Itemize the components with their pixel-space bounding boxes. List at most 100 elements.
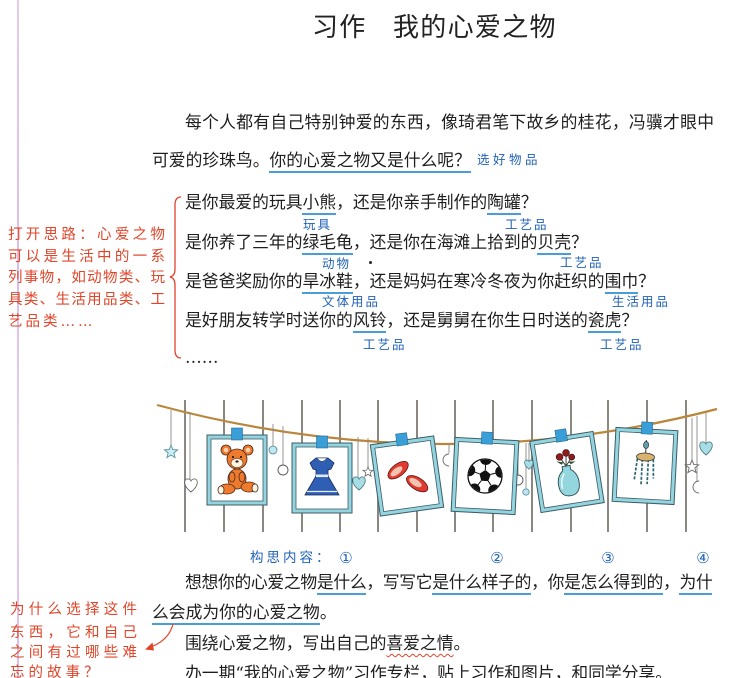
example-row: 是你最爱的玩具小熊，还是你亲手制作的陶罐？: [185, 192, 538, 215]
underlined-point-1: 是什么: [316, 572, 367, 595]
flower-vase-icon: [555, 449, 580, 497]
example-text: ？: [638, 271, 655, 291]
star-icon: [163, 443, 179, 459]
photo-frame-dress: [291, 435, 353, 514]
intro-text: 可爱的珍珠鸟。: [152, 150, 270, 170]
underlined-item: 陶罐: [487, 192, 521, 215]
brace-icon: [169, 196, 182, 359]
example-text: ？: [621, 310, 639, 330]
clip-icon: [640, 421, 654, 435]
content-marker-2: ②: [490, 549, 504, 567]
ring-ornament-icon: [277, 464, 289, 476]
circle-ornament-icon: [268, 445, 278, 455]
clip-icon: [480, 431, 494, 445]
stray-dot-mark: [369, 261, 372, 264]
margin-note-line: 可以是生活中的一系: [8, 249, 165, 265]
photo-frame-flower-vase: [529, 428, 605, 514]
circle-ornament-icon: [522, 488, 530, 496]
star-icon: [362, 465, 374, 478]
star-icon: [684, 458, 700, 474]
margin-note-line: 为什么选择这件: [10, 602, 137, 618]
underlined-item: 风铃: [352, 310, 387, 333]
example-row: 是你养了三年的绿毛龟，还是你在海滩上拾到的贝壳？: [185, 232, 588, 255]
page-title-topic: 我的心爱之物: [393, 13, 557, 43]
page-title-label: 习作: [312, 13, 367, 43]
moon-icon: [692, 480, 700, 494]
category-annotation: 玩具: [303, 217, 333, 232]
teddy-bear-icon: [217, 444, 259, 495]
example-ellipsis: ……: [185, 347, 219, 367]
example-row: 是好朋友转学时送你的风铃，还是舅舅在你生日时送的瓷虎？: [185, 310, 639, 333]
ornament-strings: [170, 410, 707, 488]
underlined-point-4: 为什: [679, 572, 713, 595]
underlined-item: 围巾: [604, 271, 639, 294]
photo-frame-soccer-ball: [450, 431, 520, 516]
margin-note-line: 东西，它和自己: [10, 625, 137, 641]
red-shoes-icon: [387, 461, 429, 493]
content-text: ，你: [531, 572, 565, 592]
heart-icon: [352, 476, 366, 491]
example-text: 是爸爸奖励你的: [185, 271, 303, 291]
select-item-annotation: 选好物品: [477, 152, 542, 167]
category-annotation: 工艺品: [363, 337, 407, 352]
margin-note-line: 之间有过哪些难: [10, 645, 137, 661]
example-text: 是好朋友转学时送你的: [185, 310, 353, 330]
heart-icon: [184, 478, 198, 493]
writing-content-label: 构思内容：: [250, 550, 333, 566]
instruction-text: 围绕心爱之物，写出自己的: [185, 633, 387, 653]
content-text: ，: [663, 572, 680, 592]
underlined-item: 绿毛龟: [302, 232, 353, 255]
writing-content-line-2: 么会成为你的心爱之物。: [152, 602, 337, 625]
dress-icon: [304, 457, 340, 496]
clip-icon: [554, 428, 568, 443]
category-annotation: 工艺品: [560, 255, 604, 270]
photo-frame-red-shoes: [369, 432, 445, 517]
margin-note-line: 忘的故事？: [10, 665, 103, 678]
category-annotation: 生活用品: [612, 294, 671, 309]
content-text: 。: [319, 602, 337, 622]
content-marker-1: ①: [339, 549, 353, 567]
clip-icon: [231, 427, 243, 441]
content-marker-3: ③: [601, 549, 615, 567]
category-annotation: 文体用品: [322, 294, 381, 309]
category-annotation: 动物: [322, 256, 352, 271]
soccer-ball-icon: [467, 458, 503, 494]
margin-note-line: 艺品类……: [8, 314, 96, 330]
example-text: 是你养了三年的: [185, 232, 303, 252]
content-text: ，写写它: [366, 572, 433, 592]
example-text: ？: [520, 192, 538, 212]
underlined-question: 你的心爱之物又是什么呢？: [269, 150, 471, 173]
intro-line-1: 每个人都有自己特别钟爱的东西，像琦君笔下故乡的桂花，冯骥才眼中: [185, 112, 714, 132]
moon-icon: [442, 453, 450, 467]
intro-line-2: 可爱的珍珠鸟。你的心爱之物又是什么呢？: [152, 150, 471, 173]
wavy-underlined-emphasis: 喜爱之情: [386, 633, 454, 653]
clip-icon: [395, 432, 409, 447]
share-line: 办一期“我的心爱之物”习作专栏，贴上习作和图片，和同学分享。: [185, 663, 673, 678]
category-annotation: 工艺品: [505, 217, 549, 232]
margin-note-line: 打开思路：心爱之物: [8, 227, 165, 243]
instruction-text: 。: [453, 633, 471, 653]
hanging-photos-illustration: [156, 400, 718, 532]
underlined-point-2: 是什么样子的: [432, 572, 531, 595]
underlined-item: 小熊: [302, 192, 337, 215]
rope: [156, 403, 718, 446]
heart-icon: [699, 441, 713, 456]
content-marker-4: ④: [696, 549, 710, 567]
category-annotation: 工艺品: [600, 337, 644, 352]
margin-note-line: 具类、生活用品类、工: [8, 292, 165, 308]
example-row: 是爸爸奖励你的旱冰鞋，还是妈妈在寒冷冬夜为你赶织的围巾？: [185, 271, 655, 294]
underlined-point-3: 是怎么得到的: [564, 572, 663, 595]
clip-icon: [316, 435, 328, 449]
underlined-item: 贝壳: [537, 232, 572, 255]
example-text: ，还是舅舅在你生日时送的: [386, 310, 588, 330]
example-text: 是你最爱的玩具: [185, 192, 303, 212]
writing-content-line-1: 想想你的心爱之物是什么，写写它是什么样子的，你是怎么得到的，为什: [185, 572, 713, 595]
example-text: ？: [571, 232, 588, 252]
example-text: ，还是你在海滩上拾到的: [352, 232, 538, 252]
example-text: ，还是你亲手制作的: [336, 192, 488, 212]
arrow-icon: [145, 623, 174, 651]
binding-margin-line: [17, 0, 19, 678]
photo-frame-teddy-bear: [206, 427, 268, 506]
underlined-point-4: 么会成为你的心爱之物: [152, 602, 320, 625]
